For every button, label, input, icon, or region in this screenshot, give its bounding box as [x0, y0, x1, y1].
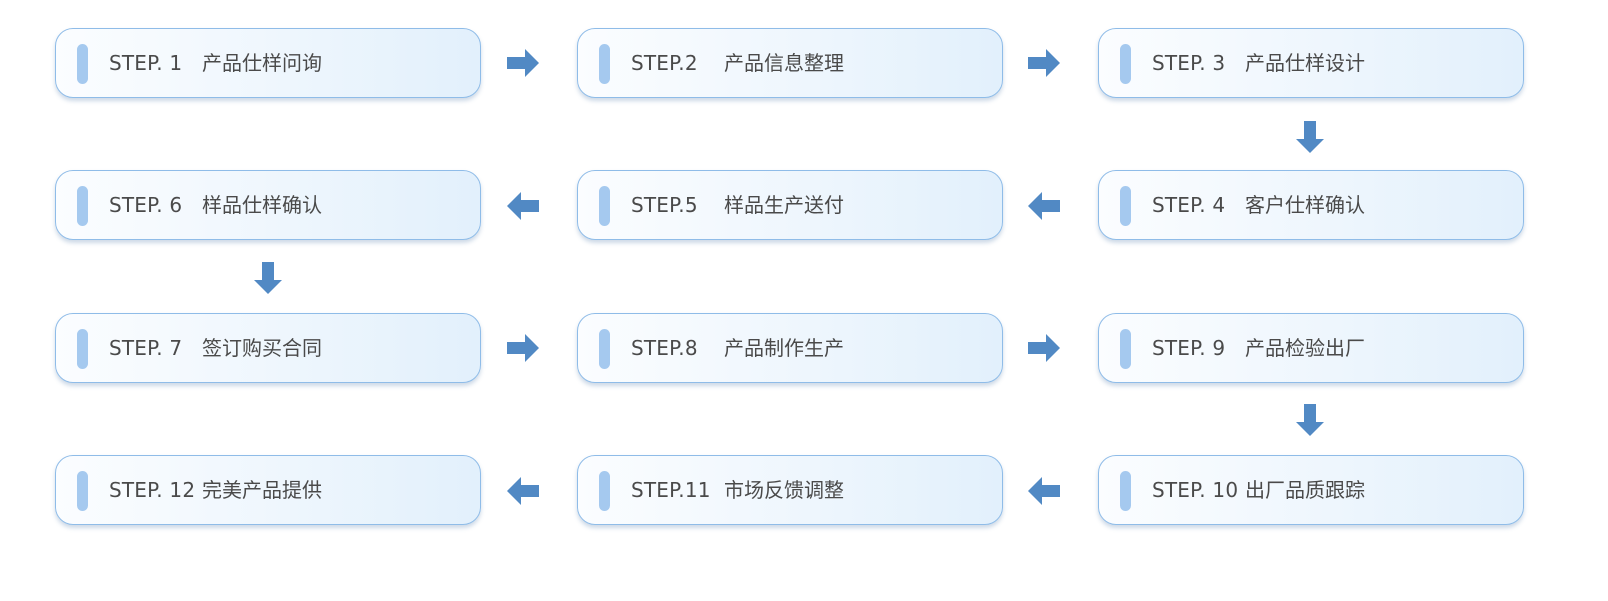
step-1-box: STEP. 1 产品仕样问询 [55, 28, 481, 98]
arrow-right-icon [1027, 46, 1061, 80]
step-label: 市场反馈调整 [724, 478, 844, 502]
step-number: STEP. 9 [1152, 336, 1226, 360]
arrow-right-icon [506, 331, 540, 365]
step-label: 样品生产送付 [724, 193, 844, 217]
step-number: STEP. 3 [1152, 51, 1226, 75]
step-label: 客户仕样确认 [1245, 193, 1365, 217]
step-accent-bar [1120, 329, 1131, 369]
step-label: 产品仕样设计 [1245, 51, 1365, 75]
step-label: 产品制作生产 [724, 336, 844, 360]
step-number: STEP.5 [631, 193, 698, 217]
step-4-box: STEP. 4 客户仕样确认 [1098, 170, 1524, 240]
step-8-box: STEP.8 产品制作生产 [577, 313, 1003, 383]
arrow-down-icon [1293, 120, 1327, 154]
step-number: STEP. 12 [109, 478, 196, 502]
step-label: 产品信息整理 [724, 51, 844, 75]
arrow-right-icon [506, 46, 540, 80]
arrow-down-icon [1293, 403, 1327, 437]
step-accent-bar [77, 186, 88, 226]
arrow-left-icon [1027, 189, 1061, 223]
step-accent-bar [599, 471, 610, 511]
step-accent-bar [599, 186, 610, 226]
step-number: STEP.8 [631, 336, 698, 360]
step-label: 完美产品提供 [202, 478, 322, 502]
step-2-box: STEP.2 产品信息整理 [577, 28, 1003, 98]
step-accent-bar [1120, 44, 1131, 84]
step-accent-bar [77, 329, 88, 369]
step-number: STEP. 4 [1152, 193, 1226, 217]
arrow-left-icon [1027, 474, 1061, 508]
step-11-box: STEP.11 市场反馈调整 [577, 455, 1003, 525]
step-label: 出厂品质跟踪 [1245, 478, 1365, 502]
step-number: STEP. 10 [1152, 478, 1239, 502]
step-12-box: STEP. 12 完美产品提供 [55, 455, 481, 525]
step-number: STEP. 1 [109, 51, 183, 75]
step-accent-bar [77, 44, 88, 84]
step-accent-bar [599, 44, 610, 84]
step-7-box: STEP. 7 签订购买合同 [55, 313, 481, 383]
step-number: STEP. 6 [109, 193, 183, 217]
arrow-left-icon [506, 189, 540, 223]
arrow-right-icon [1027, 331, 1061, 365]
step-10-box: STEP. 10 出厂品质跟踪 [1098, 455, 1524, 525]
step-number: STEP.2 [631, 51, 698, 75]
step-accent-bar [1120, 186, 1131, 226]
step-accent-bar [77, 471, 88, 511]
step-label: 签订购买合同 [202, 336, 322, 360]
step-label: 产品仕样问询 [202, 51, 322, 75]
arrow-left-icon [506, 474, 540, 508]
step-5-box: STEP.5 样品生产送付 [577, 170, 1003, 240]
step-number: STEP.11 [631, 478, 711, 502]
step-label: 样品仕样确认 [202, 193, 322, 217]
step-number: STEP. 7 [109, 336, 183, 360]
step-accent-bar [1120, 471, 1131, 511]
step-label: 产品检验出厂 [1245, 336, 1365, 360]
step-accent-bar [599, 329, 610, 369]
arrow-down-icon [251, 261, 285, 295]
step-6-box: STEP. 6 样品仕样确认 [55, 170, 481, 240]
step-9-box: STEP. 9 产品检验出厂 [1098, 313, 1524, 383]
step-3-box: STEP. 3 产品仕样设计 [1098, 28, 1524, 98]
